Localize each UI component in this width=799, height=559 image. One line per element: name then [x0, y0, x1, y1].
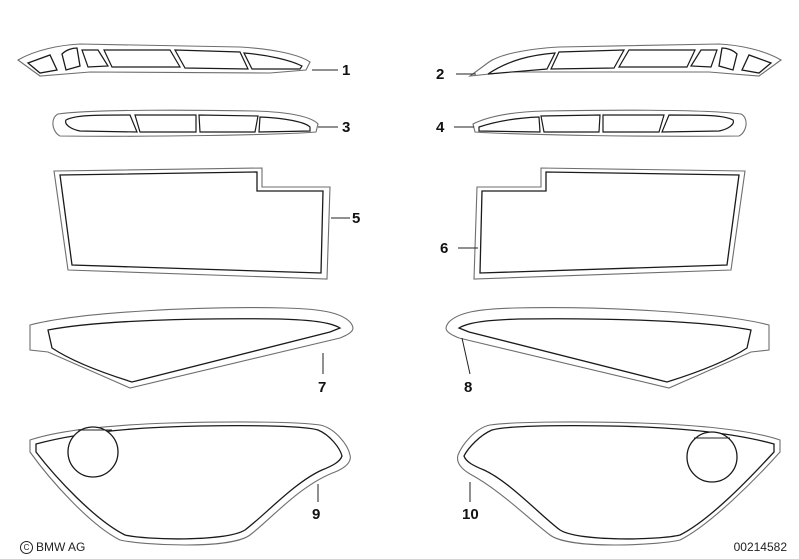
- callout-label-10: 10: [462, 506, 479, 523]
- callout-label-6: 6: [440, 240, 448, 257]
- part-9-plate-left: [29, 421, 351, 546]
- part-10-plate-right: [456, 421, 781, 546]
- part-8-wedge-cover-right: [445, 307, 770, 389]
- callout-9: 9: [312, 484, 320, 523]
- callout-label-1: 1: [342, 62, 350, 79]
- callout-6: 6: [440, 240, 478, 257]
- copyright-icon: C: [20, 541, 33, 554]
- part-4-trim-strip-lower-right: [472, 109, 747, 137]
- callout-label-2: 2: [436, 66, 444, 83]
- part-7-wedge-cover-left: [29, 307, 354, 389]
- diagram-number: 00214582: [733, 540, 787, 554]
- callout-label-7: 7: [318, 379, 326, 396]
- callout-10: 10: [462, 482, 479, 523]
- part-1-trim-strip-upper-left: [16, 43, 311, 77]
- part-2-trim-strip-upper-right: [468, 43, 783, 77]
- callout-7: 7: [318, 353, 326, 396]
- callout-2: 2: [436, 66, 476, 83]
- part-5-panel-left: [53, 167, 331, 280]
- callout-label-9: 9: [312, 506, 320, 523]
- part-6-panel-right: [473, 167, 746, 280]
- callout-1: 1: [312, 62, 350, 79]
- part-3-trim-strip-lower-left: [52, 109, 319, 137]
- callout-label-5: 5: [352, 210, 360, 227]
- callout-label-3: 3: [342, 119, 350, 136]
- copyright-text: BMW AG: [36, 540, 86, 554]
- callout-label-4: 4: [436, 119, 445, 136]
- callout-8: 8: [461, 337, 472, 396]
- callout-4: 4: [436, 119, 474, 136]
- callout-3: 3: [318, 119, 350, 136]
- callout-label-8: 8: [464, 379, 472, 396]
- callout-5: 5: [331, 210, 360, 227]
